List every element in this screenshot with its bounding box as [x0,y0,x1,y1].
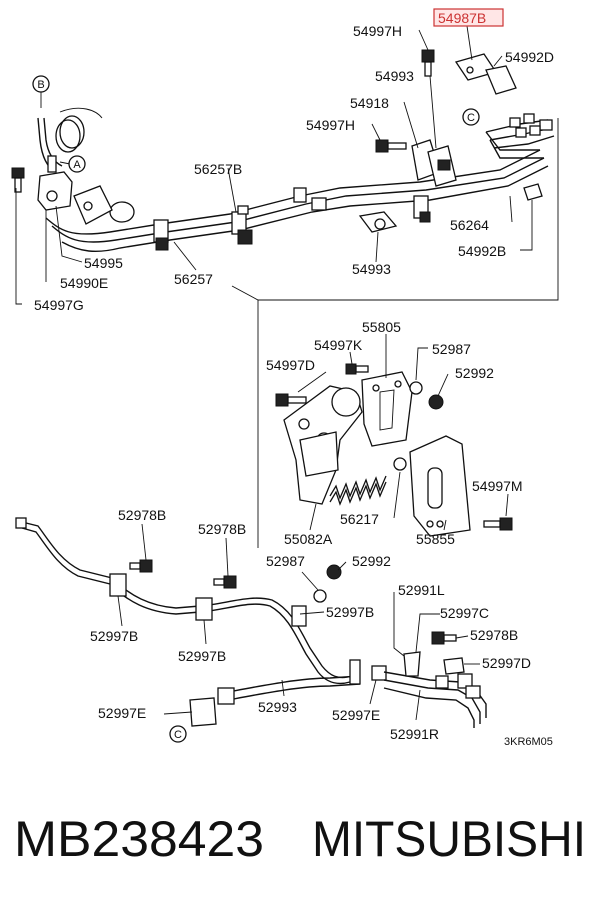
label-52987-a: 52987 [432,341,471,357]
pipe-fitting-group [509,113,553,138]
label-52997b-c: 52997B [326,604,374,620]
diagram-code: 3KR6M05 [504,736,553,748]
label-55855: 55855 [416,531,455,547]
label-56264: 56264 [450,217,489,233]
callout-c-top: C [462,108,480,126]
bracket-54987b [454,53,517,95]
part-labels: 54997H 54987B 54992D 54993 54918 54997H … [34,8,554,748]
svg-text:B: B [37,79,44,91]
bolt-54997h-mid [375,139,407,153]
label-54992d: 54992D [505,49,554,65]
label-52987-b: 52987 [266,553,305,569]
spring-56217 [329,475,387,506]
top-assembly [11,25,559,548]
label-54997k: 54997K [314,337,363,353]
label-52991r: 52991R [390,726,439,742]
label-52978b-mid: 52978B [198,521,246,537]
label-55805: 55805 [362,319,401,335]
clip-54993-mid [358,211,398,233]
parking-brake-lever-assembly [275,334,513,537]
label-52978b-left: 52978B [118,507,166,523]
label-52997e-left: 52997E [98,705,146,721]
callout-a-top: A [68,155,86,173]
label-52992-a: 52992 [455,365,494,381]
label-54997h-top: 54997H [353,23,402,39]
label-55082a: 55082A [284,531,333,547]
label-52991l: 52991L [398,582,445,598]
footer-part-number: MB238423 [14,811,264,867]
label-54997m: 54997M [472,478,523,494]
label-52993: 52993 [258,699,297,715]
proportioning-valve [37,155,113,225]
label-54918: 54918 [350,95,389,111]
bolt-54997h-top [421,49,435,77]
label-56257b: 56257B [194,161,242,177]
highlight-box [433,8,504,27]
label-54993-mid: 54993 [352,261,391,277]
label-52992-b: 52992 [352,553,391,569]
bolt-54997g [11,167,25,193]
label-52997c: 52997C [440,605,489,621]
svg-text:C: C [174,729,182,741]
label-52997e-right: 52997E [332,707,380,723]
label-54992b: 54992B [458,243,506,259]
label-54997h-mid: 54997H [306,117,355,133]
grommet-56264 [523,183,543,201]
label-56217: 56217 [340,511,379,527]
label-54997d: 54997D [266,357,315,373]
label-54995: 54995 [84,255,123,271]
label-52997b-a: 52997B [90,628,138,644]
label-56257: 56257 [174,271,213,287]
svg-text:A: A [73,159,81,171]
pipe-clips [153,187,431,251]
svg-text:C: C [467,112,475,124]
footer: MB238423 MITSUBISHI [14,811,586,867]
label-54997g: 54997G [34,297,84,313]
label-52978b-right: 52978B [470,627,518,643]
label-54993-top: 54993 [375,68,414,84]
label-52997b-b: 52997B [178,648,226,664]
callout-b: B [32,75,50,93]
label-52997d: 52997D [482,655,531,671]
parking-brake-cable-assembly [15,517,487,728]
callout-c-bottom: C [169,725,187,743]
footer-brand: MITSUBISHI [312,811,586,867]
bracket-54918 [411,139,457,187]
label-54987b-highlighted: 54987B [438,10,486,26]
label-54990e: 54990E [60,275,108,291]
